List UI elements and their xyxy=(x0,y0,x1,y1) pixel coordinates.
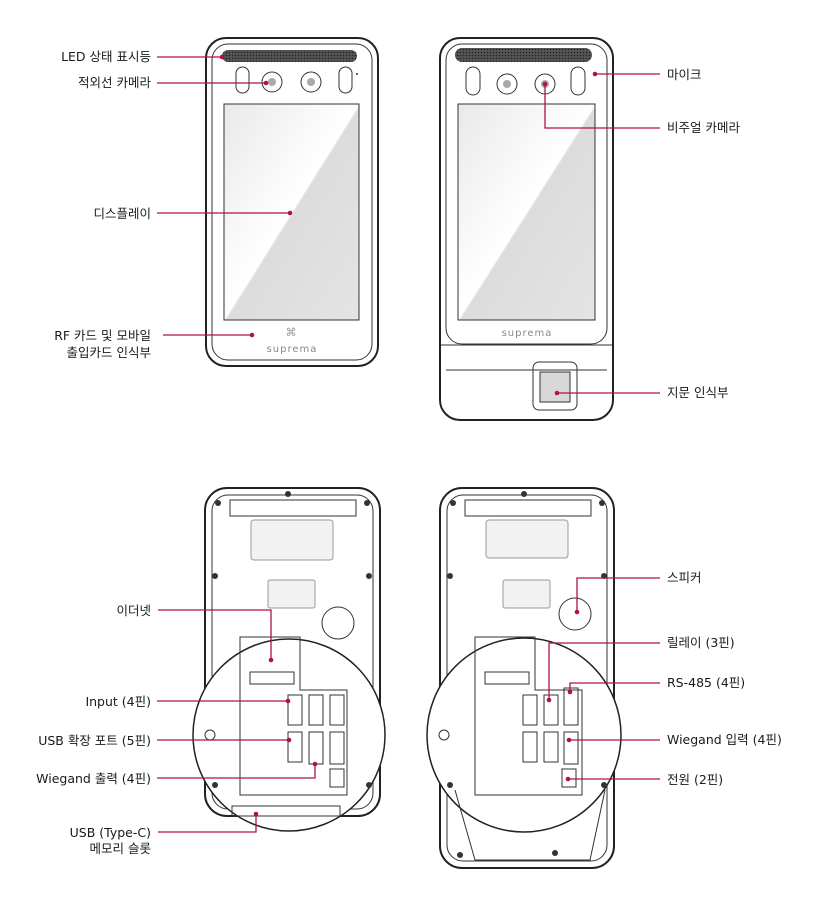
label-fingerprint: 지문 인식부 xyxy=(667,385,728,400)
label-usb-ext: USB 확장 포트 (5핀) xyxy=(38,733,151,748)
ir-camera-icon xyxy=(300,71,322,93)
labels: LED 상태 표시등 적외선 카메라 디스플레이 RF 카드 및 모바일 출입카… xyxy=(36,49,782,856)
label-input: Input (4핀) xyxy=(85,694,151,709)
speaker-icon xyxy=(558,597,592,631)
front-device-left: ⌘ suprema xyxy=(205,37,379,367)
brand-logo: suprema xyxy=(267,344,318,355)
label-visual-camera: 비주얼 카메라 xyxy=(667,120,740,135)
label-ir-camera: 적외선 카메라 xyxy=(78,75,151,90)
leader-lines xyxy=(157,54,660,833)
label-rf-reader-2: 출입카드 인식부 xyxy=(67,345,151,360)
label-wiegand-in: Wiegand 입력 (4핀) xyxy=(667,732,782,747)
label-rs485: RS-485 (4핀) xyxy=(667,675,745,690)
label-speaker: 스피커 xyxy=(667,570,702,585)
label-power: 전원 (2핀) xyxy=(667,772,723,787)
label-mic: 마이크 xyxy=(667,67,702,82)
speaker-icon xyxy=(321,606,355,640)
visual-camera-icon xyxy=(496,73,518,95)
zoom-circle xyxy=(426,637,622,833)
rf-icon: ⌘ xyxy=(286,326,297,339)
label-led-status: LED 상태 표시등 xyxy=(61,49,151,64)
label-ethernet: 이더넷 xyxy=(116,603,151,618)
label-usb-c-2: 메모리 슬롯 xyxy=(90,841,151,856)
label-display: 디스플레이 xyxy=(93,206,151,221)
back-device-right xyxy=(426,487,622,869)
brand-logo: suprema xyxy=(502,328,553,339)
label-rf-reader-1: RF 카드 및 모바일 xyxy=(54,328,151,343)
led-status-bar xyxy=(222,50,357,62)
front-device-right: suprema xyxy=(439,37,614,421)
label-usb-c-1: USB (Type-C) xyxy=(70,825,151,840)
fingerprint-sensor-icon xyxy=(532,361,578,411)
zoom-circle xyxy=(192,638,386,832)
label-wiegand-out: Wiegand 출력 (4핀) xyxy=(36,771,151,786)
label-relay: 릴레이 (3핀) xyxy=(667,635,735,650)
back-device-left xyxy=(192,487,386,832)
ir-camera-icon xyxy=(261,71,283,93)
